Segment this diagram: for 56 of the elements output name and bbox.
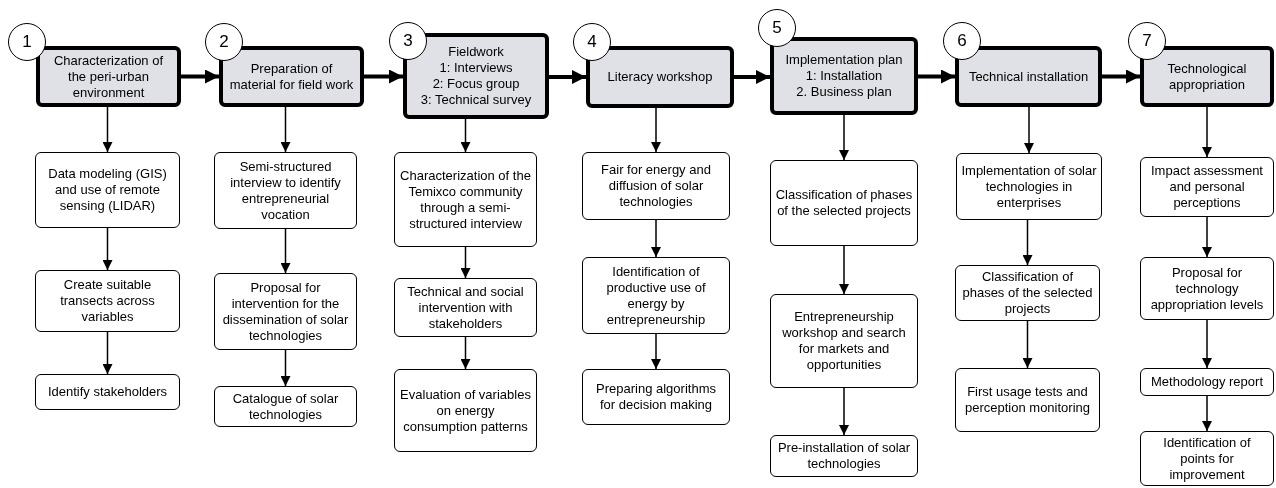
arrow <box>102 106 113 153</box>
activity-box: Classification of phases of the selected projects <box>955 265 1100 321</box>
arrow <box>1022 320 1033 369</box>
activity-box: Pre-installation of solar technologies <box>770 435 918 477</box>
thick-arrow <box>918 69 955 84</box>
arrow <box>1022 219 1033 266</box>
thick-arrow <box>1102 69 1140 84</box>
activity-box: Identification of productive use of energy by entrepreneurship <box>582 257 730 334</box>
arrow <box>280 106 291 153</box>
stage-box: Literacy workshop <box>586 46 734 108</box>
arrow <box>839 387 849 436</box>
thick-arrow <box>364 69 403 84</box>
arrow <box>460 118 471 153</box>
activity-box: Catalogue of solar technologies <box>214 386 357 427</box>
stage-box: Implementation plan 1: Installation 2. Business plan <box>770 37 918 115</box>
stage-box: Technological appropriation <box>1140 46 1274 107</box>
activity-box: Proposal for technology appropriation levels <box>1140 257 1274 320</box>
arrow <box>651 333 661 370</box>
activity-box: Data modeling (GIS) and use of remote sensing (LIDAR) <box>35 152 180 228</box>
thick-arrow <box>549 70 586 84</box>
arrow <box>651 219 661 258</box>
activity-box: Create suitable transects across variables <box>35 270 180 332</box>
arrow <box>839 114 849 161</box>
stage-box: Characterization of the peri-urban environment <box>36 46 181 107</box>
activity-box: Classification of phases of the selected projects <box>770 160 918 246</box>
arrow <box>839 245 849 295</box>
thick-arrow <box>181 69 219 84</box>
activity-box: Methodology report <box>1140 368 1274 396</box>
arrow <box>651 107 661 153</box>
arrow <box>280 349 291 387</box>
activity-box: Technical and social intervention with stakeholders <box>394 278 537 337</box>
activity-box: Semi-structured interview to identify entrepreneurial vocation <box>214 152 357 229</box>
arrow <box>1024 106 1034 154</box>
activity-box: Fair for energy and diffusion of solar technologies <box>582 152 730 220</box>
arrow <box>1202 319 1212 369</box>
activity-box: Identify stakeholders <box>35 374 180 410</box>
activity-box: Implementation of solar technologies in enterprises <box>956 153 1102 220</box>
activity-box: Evaluation of variables on energy consumption patterns <box>394 369 537 452</box>
activity-box: First usage tests and perception monitoring <box>955 368 1100 432</box>
thick-arrow <box>734 70 770 84</box>
activity-box: Preparing algorithms for decision making <box>582 369 730 425</box>
stage-box: Preparation of material for field work <box>219 46 364 107</box>
activity-box: Proposal for intervention for the dissemination of solar technologies <box>214 273 357 350</box>
activity-box: Characterization of the Temixco community through a semi-structured interview <box>394 152 537 247</box>
arrow <box>1202 216 1212 258</box>
arrow <box>460 336 471 370</box>
arrow <box>102 227 113 271</box>
activity-box: Impact assessment and personal perceptions <box>1140 157 1274 217</box>
arrow <box>102 331 113 375</box>
activity-box: Entrepreneurship workshop and search for markets and opportunities <box>770 294 918 388</box>
arrow <box>1202 106 1212 158</box>
stage-box: Technical installation <box>955 46 1102 107</box>
activity-box: Identification of points for improvement <box>1140 431 1274 486</box>
arrow <box>1202 395 1212 432</box>
arrow <box>280 228 291 274</box>
arrow <box>460 246 471 279</box>
